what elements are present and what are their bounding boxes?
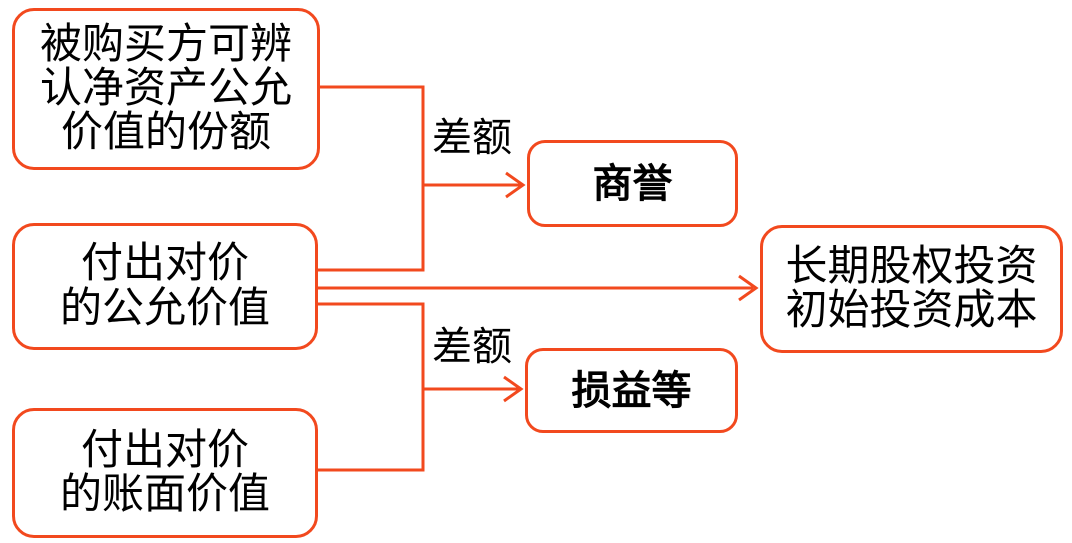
box-consideration-book-value: 付出对价 的账面价值 [12, 408, 318, 538]
arrowhead-to-ltei-icon [738, 274, 759, 302]
bracket-bottom-connector [318, 302, 425, 472]
box-text-line: 的账面价值 [59, 472, 270, 518]
box-text-line: 付出对价 [80, 241, 249, 288]
bracket-top-connector [318, 85, 425, 272]
box-text-line: 被购买方可辨 [39, 21, 292, 68]
box-text-line: 商誉 [592, 160, 673, 206]
arrowhead-to-pnl-icon [503, 375, 524, 403]
edge-label-difference-top: 差额 [432, 115, 512, 160]
box-long-term-equity-initial-cost: 长期股权投资 初始投资成本 [760, 225, 1063, 353]
arrowhead-to-goodwill-icon [505, 171, 526, 199]
box-text-line: 的公允价值 [59, 285, 270, 332]
edge-label-difference-bottom: 差额 [432, 324, 512, 369]
box-acquiree-identifiable-net-assets: 被购买方可辨 认净资产公允 价值的份额 [12, 8, 320, 170]
box-text-line: 价值的份额 [60, 110, 271, 157]
box-profit-loss: 损益等 [525, 348, 738, 433]
box-text-line: 长期股权投资 [785, 243, 1038, 290]
box-text-line: 认净资产公允 [39, 65, 292, 112]
box-consideration-fair-value: 付出对价 的公允价值 [12, 223, 318, 350]
box-text-line: 付出对价 [80, 427, 249, 474]
box-text-line: 损益等 [571, 367, 692, 413]
box-text-line: 初始投资成本 [785, 288, 1038, 334]
box-goodwill: 商誉 [527, 140, 738, 227]
